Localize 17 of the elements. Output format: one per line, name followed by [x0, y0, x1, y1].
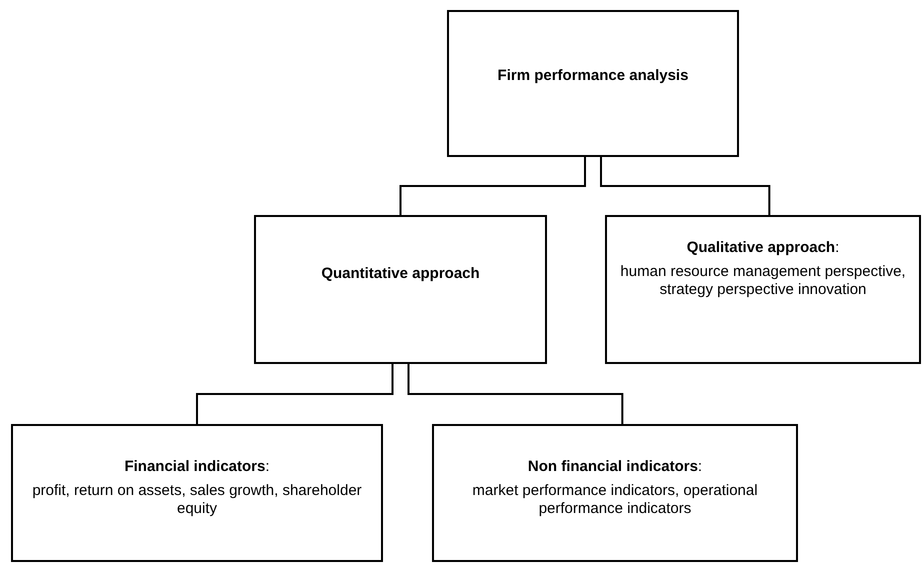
process-box — [11, 424, 383, 562]
connector-line — [408, 364, 624, 424]
process-box — [254, 215, 547, 364]
box-text: human resource management perspective, strategy perspective innovation — [619, 263, 907, 299]
process-box — [447, 10, 739, 157]
box-heading: Financial indicators: — [124, 458, 270, 476]
box-heading: Qualitative approach: — [686, 239, 840, 257]
box-text: profit, return on assets, sales growth, shareholder equity — [31, 482, 363, 518]
box-heading: Firm performance analysis — [498, 67, 688, 85]
connector-line — [400, 157, 586, 215]
connector-line — [196, 364, 394, 424]
box-heading: Quantitative approach — [321, 265, 480, 283]
box-text: market performance indicators, operational performance indicators — [471, 482, 759, 518]
connector-line — [600, 157, 770, 215]
process-box — [432, 424, 798, 562]
box-heading: Non financial indicators: — [528, 458, 702, 476]
process-box — [605, 215, 921, 364]
